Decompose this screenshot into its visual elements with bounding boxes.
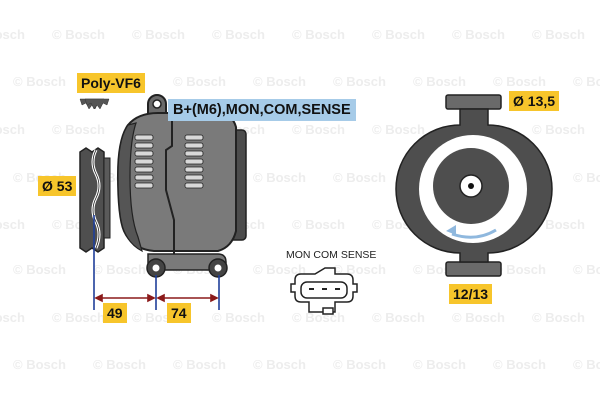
belt-type-label: Poly-VF6 bbox=[77, 73, 145, 93]
alternator-front-view-icon bbox=[395, 94, 553, 277]
pulley-diameter-label: Ø 53 bbox=[38, 176, 77, 196]
terminals-label: B+(M6),MON,COM,SENSE bbox=[168, 99, 356, 121]
poly-v-belt-icon bbox=[79, 98, 110, 110]
mount-width-label: 12/13 bbox=[449, 284, 493, 304]
connector-pins-label: MON COM SENSE bbox=[286, 249, 377, 261]
dimension-arrows bbox=[94, 293, 219, 303]
3-pin-connector-icon bbox=[290, 267, 358, 315]
pulley-icon bbox=[79, 147, 111, 253]
dimension-74-label: 74 bbox=[167, 303, 191, 323]
rotation-arrow-icon bbox=[451, 228, 497, 239]
dimension-49-label: 49 bbox=[103, 303, 127, 323]
bolt-hole-diameter-label: Ø 13,5 bbox=[509, 91, 560, 111]
dimension-lines bbox=[93, 215, 220, 310]
